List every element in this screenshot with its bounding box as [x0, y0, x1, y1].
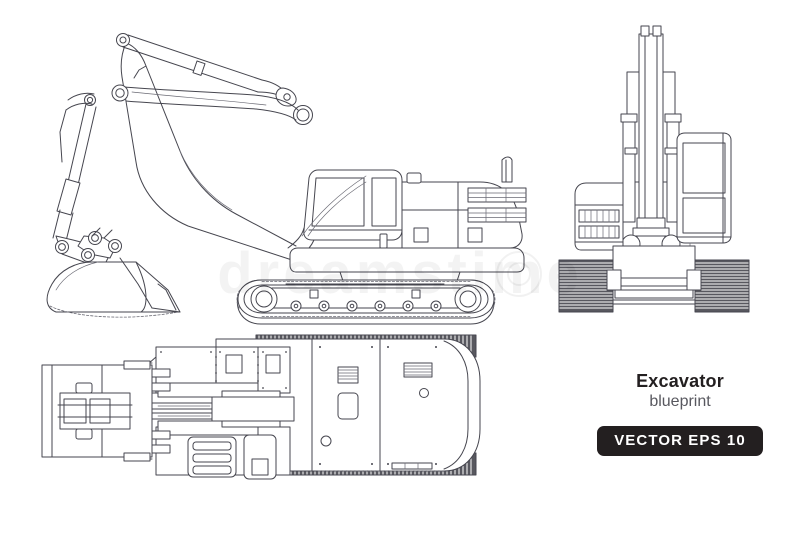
track-left [559, 260, 621, 312]
engine-housing [402, 157, 526, 248]
roof-vent [338, 367, 358, 383]
bucket-linkage [56, 228, 122, 266]
roof-vent-2 [404, 363, 432, 377]
top-view-drawing [40, 325, 540, 520]
boom-raised [621, 26, 681, 254]
cab-plan [140, 423, 290, 479]
badge-label: VECTOR EPS 10 [614, 431, 746, 449]
centre-frame [613, 246, 695, 304]
dipper-arm [112, 85, 298, 120]
vector-format-badge: VECTOR EPS 10 [597, 425, 763, 456]
fuel-cap [420, 389, 429, 398]
caption-block: Excavator blueprint VECTOR EPS 10 [560, 372, 800, 456]
bucket-top [42, 361, 170, 461]
drive-sprocket [455, 286, 481, 312]
swing-base [290, 248, 524, 284]
front-view-drawing [555, 22, 755, 312]
track-rollers [291, 290, 441, 311]
bucket [47, 258, 180, 317]
side-view [40, 22, 540, 312]
cab [677, 133, 731, 254]
engine-housing [575, 183, 623, 250]
engine-grille [579, 210, 619, 238]
side-view-drawing [40, 22, 540, 312]
top-view [40, 325, 540, 520]
arm-cylinder [53, 93, 96, 241]
hatch [338, 393, 358, 419]
caption-subtitle: blueprint [649, 392, 711, 410]
access-panels [140, 347, 290, 393]
front-view [555, 22, 755, 312]
boom [117, 34, 315, 261]
rivets [319, 346, 437, 465]
engine-grille [468, 188, 526, 222]
idler-wheel [251, 286, 277, 312]
undercarriage [237, 280, 495, 324]
boom-cylinder [123, 35, 296, 106]
access-port [321, 436, 331, 446]
cab [302, 170, 402, 248]
caption-title: Excavator [636, 371, 724, 391]
track-right [687, 260, 749, 312]
